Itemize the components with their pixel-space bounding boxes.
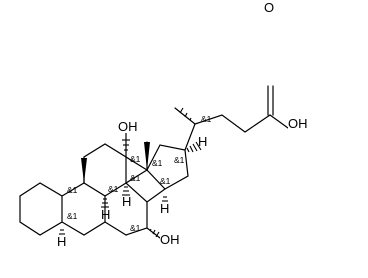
c9-h-hash — [101, 198, 109, 208]
stereo-marker-c8: &1 — [130, 173, 141, 183]
stereo-marker-c12: &1 — [130, 154, 141, 164]
stereo-marker-c10: &1 — [67, 185, 78, 195]
atom-label-c17-h: H — [198, 134, 207, 149]
side-chain — [184, 114, 271, 151]
stereo-bonds — [59, 107, 202, 238]
c10-methyl-wedge — [81, 158, 87, 183]
ring-b — [61, 182, 106, 236]
atom-label-acid-oh: OH — [288, 116, 308, 131]
c5-h-hash — [59, 229, 65, 235]
c12-oh-hash — [122, 139, 130, 151]
atom-label-c7-oh: OH — [160, 232, 180, 247]
c7-oh-hash — [149, 228, 160, 238]
atom-label-c8-h: H — [122, 194, 131, 209]
c13-c12-bond — [125, 156, 148, 171]
atom-labels: O OH OH OH H H H H H — [57, 0, 310, 249]
stereo-marker-c20: &1 — [201, 114, 212, 124]
c8-h-hash — [122, 186, 130, 196]
stereo-marker-c17: &1 — [174, 155, 185, 165]
ring-c-closure — [125, 169, 148, 184]
stereo-marker-c14: &1 — [160, 176, 171, 186]
stereo-marker-c5: &1 — [67, 211, 78, 221]
c14-h-hash — [162, 196, 168, 202]
ring-d — [146, 144, 189, 190]
atom-label-c9-h: H — [101, 207, 110, 222]
stereo-marker-c13: &1 — [152, 158, 163, 168]
c20-methyl-hash — [179, 107, 192, 121]
c13-methyl-wedge — [144, 142, 150, 170]
stereo-marker-c9: &1 — [108, 184, 119, 194]
ring-a — [19, 182, 63, 236]
ring-b-extension — [104, 221, 127, 236]
carbonyl-bond — [267, 85, 274, 116]
c17-h-hash — [186, 141, 202, 153]
stereo-marker-c7: &1 — [130, 223, 141, 233]
atom-label-carbonyl-o: O — [264, 0, 274, 15]
atom-label-c5-h: H — [57, 234, 66, 249]
atom-label-c14-h: H — [160, 201, 169, 216]
stereo-markers: &1 &1 &1 &1 &1 &1 &1 &1 &1 &1 — [67, 114, 212, 233]
atom-label-c12-oh: OH — [118, 119, 138, 134]
acid-c-oh-bond — [269, 114, 289, 129]
ring-c — [83, 143, 127, 197]
